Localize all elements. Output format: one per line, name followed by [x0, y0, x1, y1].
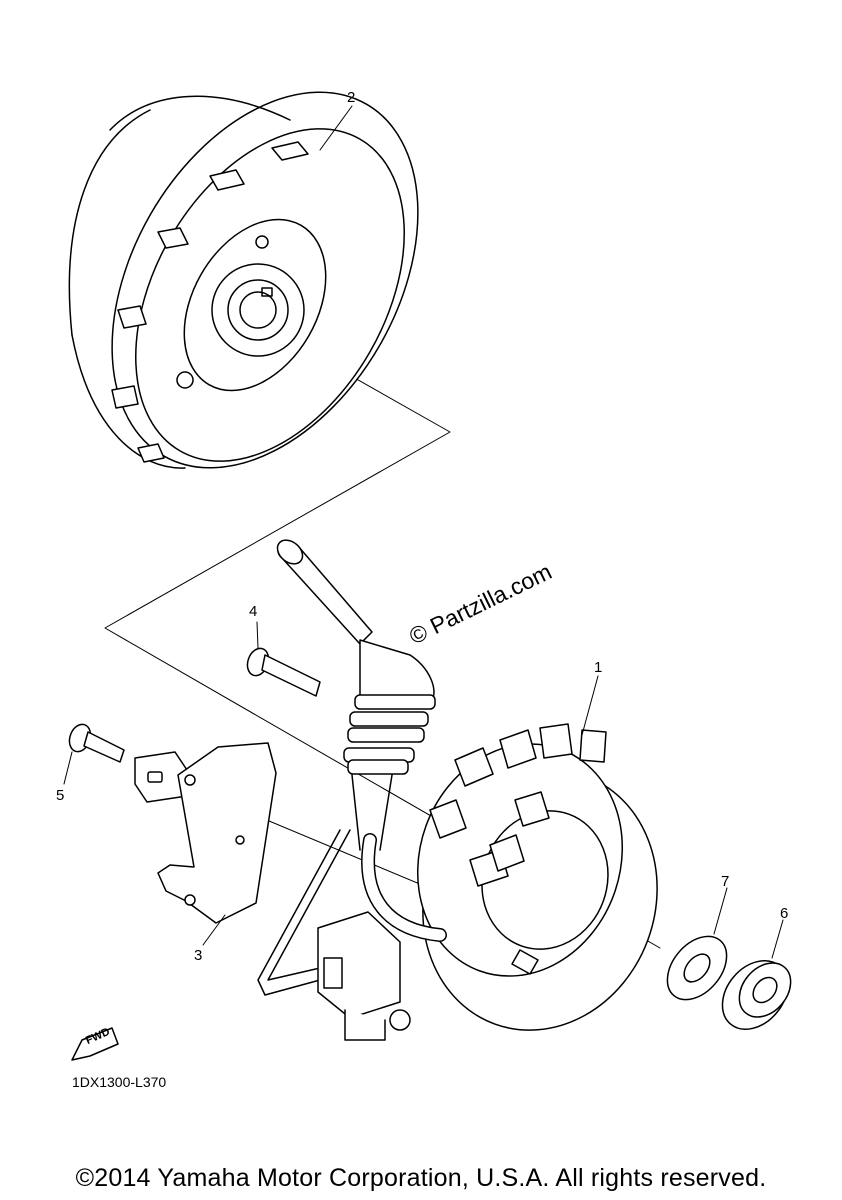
callout-1: 1 [594, 659, 603, 676]
callout-5: 5 [56, 787, 65, 804]
callout-7: 7 [721, 873, 730, 890]
copyright-notice: ©2014 Yamaha Motor Corporation, U.S.A. A… [75, 1164, 767, 1192]
callout-leaders [63, 105, 784, 959]
bracket [134, 742, 277, 924]
callout-6: 6 [780, 905, 789, 922]
stator-assembly [257, 539, 658, 1041]
callout-4: 4 [249, 603, 258, 620]
nut-part-6 [721, 960, 792, 1030]
drawing-code: 1DX1300-L370 [72, 1074, 167, 1090]
fwd-arrow-icon [71, 1027, 119, 1061]
flywheel-rotor [68, 91, 419, 469]
pickup-connector [317, 911, 411, 1041]
callout-2: 2 [347, 89, 356, 106]
screw-part-4 [246, 647, 321, 697]
grommet-and-sleeve [276, 539, 436, 775]
rotor-magnet-tabs [111, 141, 309, 463]
washer-part-7 [666, 935, 728, 1001]
callout-3: 3 [194, 947, 203, 964]
screw-part-5 [68, 723, 125, 763]
stator-coil-poles [429, 723, 607, 887]
wiring-harness [257, 774, 447, 996]
